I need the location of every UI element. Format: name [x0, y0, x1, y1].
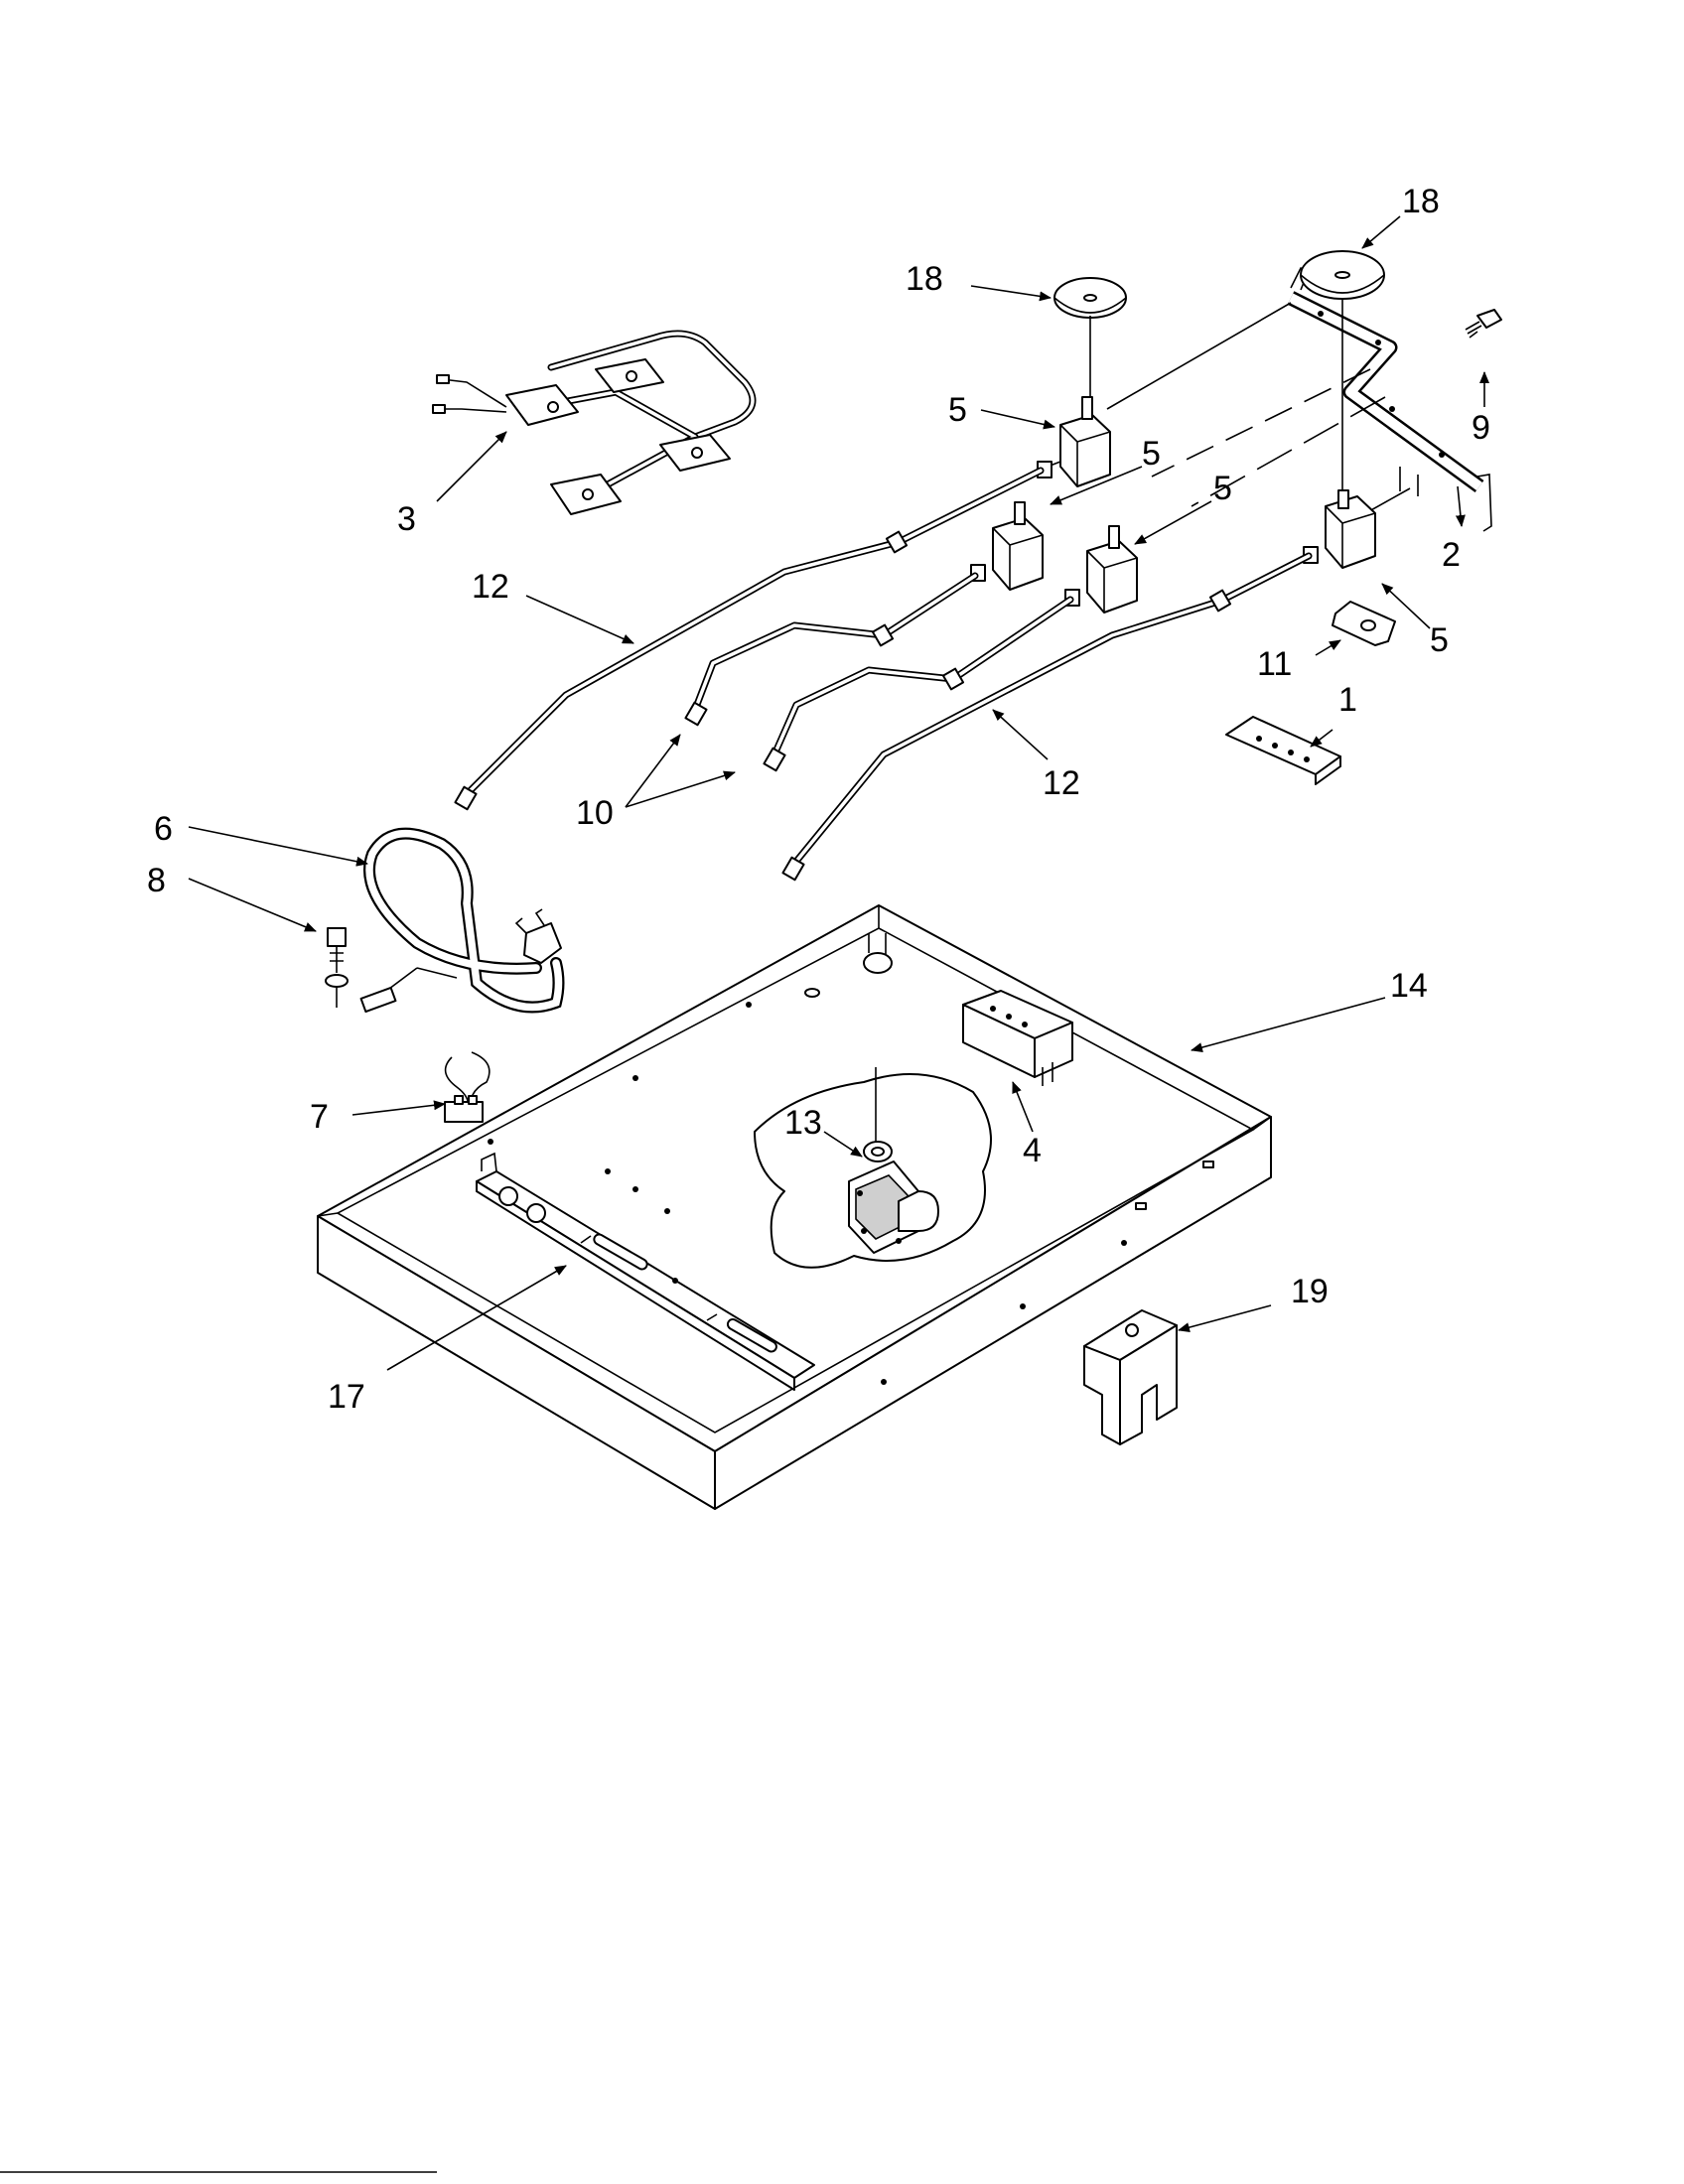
part-gas-tubes-12: [454, 467, 1313, 882]
callout-7: 7: [310, 1098, 329, 1136]
part-valve-5-a: [1037, 396, 1111, 487]
part-manifold-2: [1106, 267, 1492, 532]
callout-4: 4: [1023, 1132, 1042, 1169]
part-regulator-13: [754, 1067, 992, 1269]
callout-18-right: 18: [1402, 183, 1440, 220]
part-wire-connector-7: [444, 1051, 491, 1123]
callout-18-left: 18: [906, 260, 943, 298]
callout-12-b: 12: [1043, 764, 1080, 802]
callout-5-c: 5: [1213, 470, 1232, 507]
part-wire-harness-3: [432, 330, 757, 515]
part-power-cord-6: [359, 827, 565, 1014]
part-bracket-19: [1083, 1309, 1178, 1445]
part-valve-5-d: [1303, 489, 1376, 569]
callout-5-b: 5: [1142, 435, 1161, 473]
part-valve-5-c: [1064, 525, 1138, 614]
part-strip-1: [1225, 716, 1341, 785]
part-knob-disc-18-right: [1300, 250, 1385, 494]
callout-5-d: 5: [1430, 621, 1449, 659]
part-screw-9: [1465, 309, 1502, 339]
callout-19: 19: [1291, 1273, 1329, 1310]
callout-6: 6: [154, 810, 173, 848]
callout-1: 1: [1338, 681, 1357, 719]
part-bracket-11: [1332, 601, 1396, 646]
callout-2: 2: [1442, 536, 1461, 574]
part-front-rail-17: [476, 1152, 815, 1391]
callout-13: 13: [784, 1104, 822, 1142]
callout-9: 9: [1472, 409, 1490, 447]
part-valve-5-b: [970, 501, 1044, 591]
leader-arrows: [188, 215, 1489, 1371]
callout-8: 8: [147, 862, 166, 899]
callout-14: 14: [1390, 967, 1428, 1005]
callout-10: 10: [576, 794, 614, 832]
part-terminal-block-4: [962, 990, 1073, 1086]
callout-12-a: 12: [472, 568, 509, 606]
callout-labels: 18 18 5 5 5 5 2 9 11 1 3 12 12 10 6 8 7 …: [147, 183, 1490, 1416]
part-knob-disc-18-left: [1053, 277, 1127, 397]
callout-5-a: 5: [948, 391, 967, 429]
callout-17: 17: [328, 1378, 365, 1416]
callout-11: 11: [1257, 645, 1292, 683]
part-ground-screw-8: [325, 927, 349, 1008]
callout-3: 3: [397, 500, 416, 538]
